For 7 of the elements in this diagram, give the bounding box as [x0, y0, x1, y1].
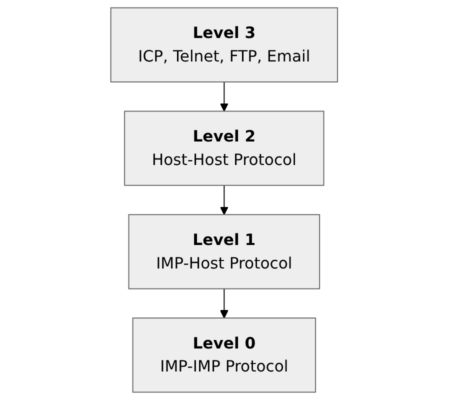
- node-box: Level 0 IMP-IMP Protocol: [132, 318, 316, 393]
- arrow: [220, 184, 229, 216]
- node-box: Level 3 ICP, Telnet, FTP, Email: [110, 7, 338, 82]
- arrow: [220, 81, 229, 112]
- node-box: Level 2 Host-Host Protocol: [124, 110, 325, 186]
- node-box: Level 1 IMP-Host Protocol: [128, 214, 320, 290]
- arrow: [220, 288, 229, 318]
